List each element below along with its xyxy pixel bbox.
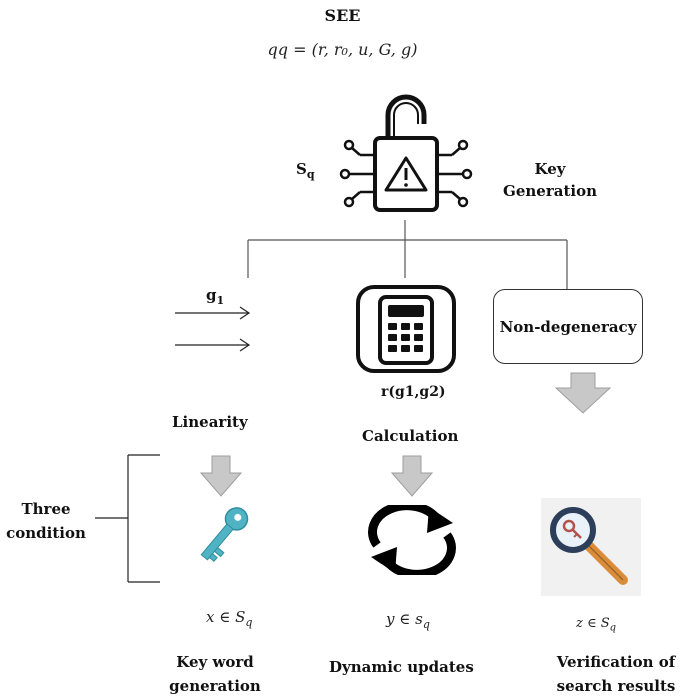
z-in-sq-sub: q bbox=[609, 622, 617, 634]
g1-label-sub: 1 bbox=[216, 294, 225, 307]
z-in-sq-main: z ∈ S bbox=[576, 616, 610, 631]
key-generation-line2: Generation bbox=[503, 182, 597, 200]
verification-label: Verification of search results bbox=[548, 650, 684, 698]
sq-label-sub: q bbox=[306, 168, 315, 181]
three-condition-label: Three condition bbox=[0, 497, 92, 545]
down-arrow-icon bbox=[200, 455, 242, 497]
calculator-icon bbox=[356, 285, 456, 373]
calc-formula-label: r(g1,g2) bbox=[381, 384, 446, 400]
sq-label: Sq bbox=[296, 160, 315, 181]
sq-label-main: S bbox=[296, 160, 307, 178]
x-in-sq-main: x ∈ S bbox=[206, 608, 246, 626]
non-degeneracy-box: Non-degeneracy bbox=[493, 289, 643, 364]
formula: qq = (r, r₀, u, G, g) bbox=[267, 40, 418, 59]
dynamic-updates-label: Dynamic updates bbox=[329, 658, 474, 676]
x-in-sq: x ∈ Sq bbox=[206, 608, 252, 629]
y-in-sq-main: y ∈ s bbox=[386, 610, 423, 628]
refresh-icon bbox=[368, 505, 456, 575]
g1-label: g1 bbox=[206, 286, 224, 307]
verification-line1: Verification of bbox=[556, 653, 676, 671]
keyword-line1: Key word bbox=[176, 653, 254, 671]
y-in-sq-sub: q bbox=[422, 618, 430, 631]
linearity-label: Linearity bbox=[172, 413, 248, 431]
calculation-label: Calculation bbox=[362, 427, 459, 445]
down-arrow-icon bbox=[391, 455, 433, 497]
keyword-generation-label: Key word generation bbox=[160, 650, 270, 698]
non-degeneracy-label: Non-degeneracy bbox=[499, 317, 637, 336]
lock-icon bbox=[339, 94, 473, 212]
z-in-sq: z ∈ Sq bbox=[576, 616, 616, 634]
key-icon bbox=[200, 507, 249, 563]
verification-line2: search results bbox=[556, 677, 676, 695]
key-generation-label: Key Generation bbox=[495, 158, 605, 202]
magnifier-icon bbox=[541, 498, 641, 596]
keyword-line2: generation bbox=[169, 677, 261, 695]
three-condition-line1: Three bbox=[21, 500, 71, 518]
three-condition-line2: condition bbox=[6, 524, 86, 542]
down-arrow-icon bbox=[555, 372, 611, 414]
key-generation-line1: Key bbox=[534, 160, 566, 178]
diagram-title: SEE bbox=[324, 6, 361, 25]
x-in-sq-sub: q bbox=[245, 616, 253, 629]
y-in-sq: y ∈ sq bbox=[386, 610, 430, 631]
g1-label-main: g bbox=[206, 286, 217, 304]
